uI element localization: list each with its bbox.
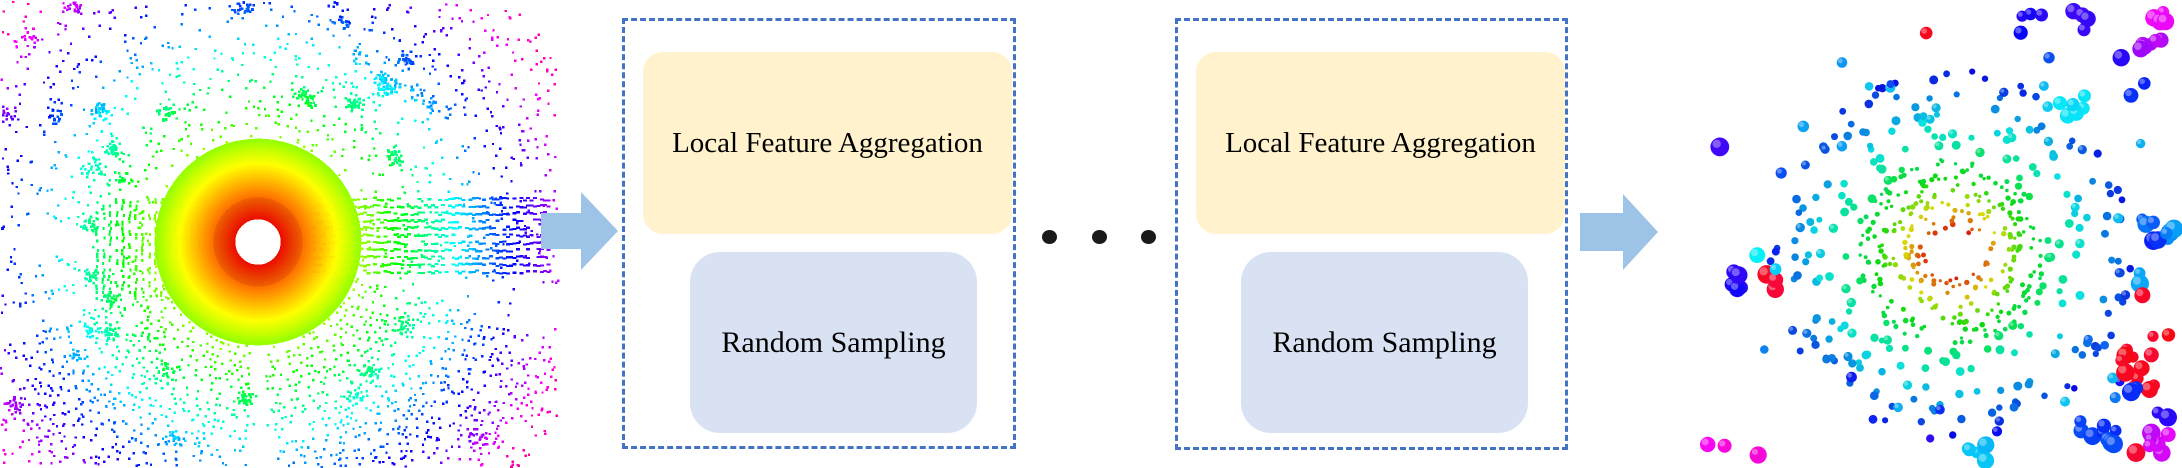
local-feature-aggregation-block: Local Feature Aggregation — [1196, 52, 1565, 234]
arrow-input-to-stage1-icon — [541, 192, 618, 270]
ellipsis-dot — [1042, 230, 1057, 244]
random-sampling-block: Random Sampling — [1241, 252, 1528, 433]
random-sampling-block: Random Sampling — [690, 252, 977, 433]
arrow-stage2-to-output-icon — [1580, 194, 1658, 270]
encoder-stage-box-1: Local Feature Aggregation Random Samplin… — [622, 18, 1016, 449]
output-point-cloud — [1700, 3, 2182, 468]
input-point-cloud — [0, 0, 560, 468]
repeat-ellipsis — [1042, 222, 1156, 252]
ellipsis-dot — [1141, 230, 1156, 244]
encoder-stage-box-2: Local Feature Aggregation Random Samplin… — [1175, 18, 1568, 450]
ellipsis-dot — [1091, 230, 1107, 244]
local-feature-aggregation-block: Local Feature Aggregation — [643, 52, 1012, 234]
